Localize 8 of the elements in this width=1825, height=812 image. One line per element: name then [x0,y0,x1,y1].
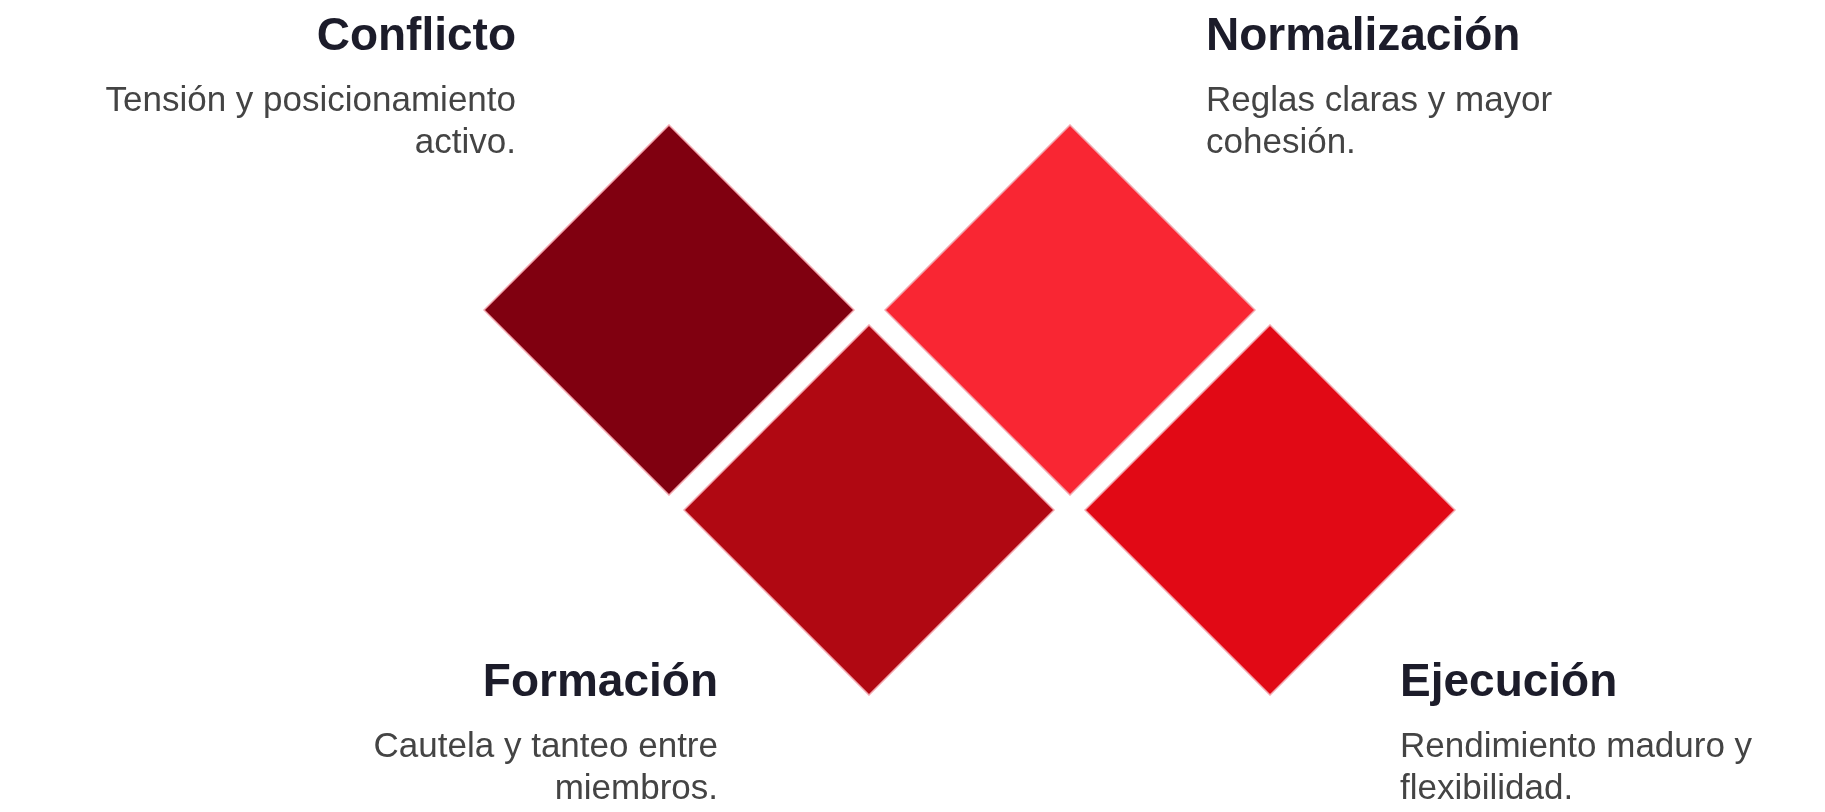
stage-description: Cautela y tanteo entre miembros. [372,724,718,808]
stage-heading: Normalización [1206,7,1521,62]
stage-description: Rendimiento maduro y flexibilidad. [1400,724,1754,808]
stage-description: Reglas claras y mayor cohesión. [1206,78,1554,162]
stage-heading: Formación [482,653,718,708]
stage-heading: Conflicto [316,7,516,62]
stage-description: Tensión y posicionamiento activo. [104,78,516,162]
stage-heading: Ejecución [1400,653,1618,708]
